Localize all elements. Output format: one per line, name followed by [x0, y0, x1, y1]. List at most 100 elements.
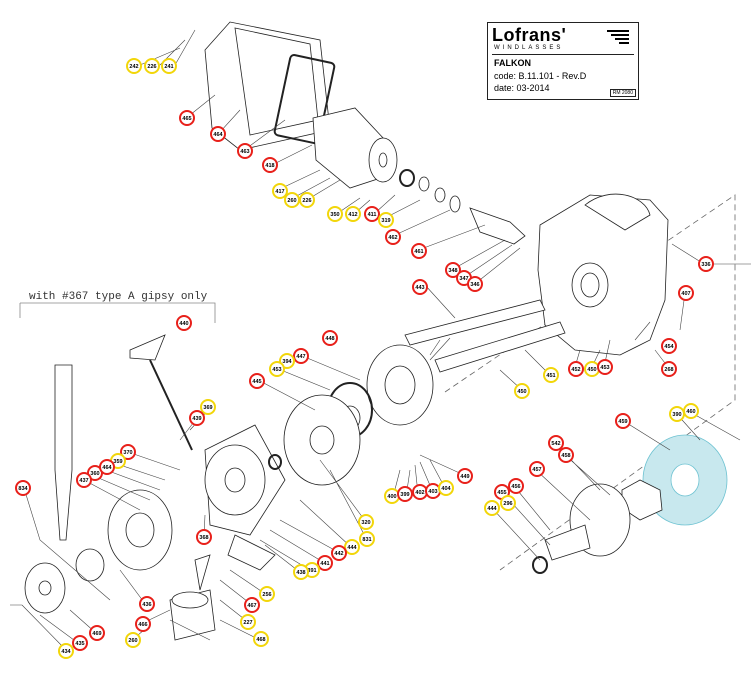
callout-circle	[568, 361, 584, 377]
cone-436	[75, 548, 105, 582]
callout-434: 434	[58, 643, 74, 659]
callout-831: 831	[359, 531, 375, 547]
motor-shaft-end	[378, 152, 388, 168]
chain-stripper-442	[227, 534, 276, 571]
callout-circle	[244, 597, 260, 613]
callout-260: 260	[125, 632, 141, 648]
callout-467: 467	[244, 597, 260, 613]
callout-label: 402	[415, 490, 424, 496]
housing-bore	[571, 262, 609, 308]
callout-label: 403	[428, 489, 437, 495]
callout-label: 418	[265, 163, 274, 169]
callout-label: 454	[664, 344, 674, 350]
callout-350: 350	[327, 206, 343, 222]
callout-circle	[139, 596, 155, 612]
callout-418: 418	[262, 157, 278, 173]
callout-453: 453	[269, 361, 285, 377]
callout-circle	[125, 632, 141, 648]
gipsy-note: with #367 type A gipsy only	[29, 291, 208, 303]
callout-450: 450	[514, 383, 530, 399]
callout-369: 369	[200, 399, 216, 415]
callout-407: 407	[678, 285, 694, 301]
callout-241: 241	[161, 58, 177, 74]
callout-label: 444	[487, 506, 497, 512]
callout-label: 831	[362, 537, 371, 543]
callout-label: 436	[142, 602, 151, 608]
callout-label: 450	[587, 367, 596, 373]
callout-464: 464	[99, 459, 115, 475]
callout-circle	[529, 461, 545, 477]
callout-circle	[359, 531, 375, 547]
callout-label: 435	[75, 641, 84, 647]
callout-469: 469	[89, 625, 105, 641]
callout-label: 394	[282, 359, 292, 365]
callout-circle	[179, 110, 195, 126]
callout-circle	[508, 478, 524, 494]
callout-circle	[176, 315, 192, 331]
callout-circle	[293, 564, 309, 580]
main-shaft-450	[434, 321, 566, 373]
callout-label: 452	[571, 367, 580, 373]
callout-label: 226	[302, 198, 311, 204]
callout-label: 407	[681, 291, 690, 297]
clutch-rod	[149, 359, 193, 451]
callout-circle	[76, 472, 92, 488]
handwheel-435	[24, 562, 66, 614]
callout-circle	[484, 500, 500, 516]
callout-463: 463	[237, 143, 253, 159]
callout-label: 440	[179, 321, 188, 327]
callout-label: 369	[203, 405, 212, 411]
callout-403: 403	[425, 483, 441, 499]
callout-circle	[445, 262, 461, 278]
callout-label: 450	[517, 389, 526, 395]
callout-439: 439	[189, 410, 205, 426]
worm-shaft-461	[469, 207, 526, 245]
motor-flange	[368, 137, 398, 183]
flange-plate-449	[283, 394, 361, 486]
callout-417: 417	[272, 183, 288, 199]
callout-449: 449	[457, 468, 473, 484]
callout-label: 412	[348, 212, 357, 218]
callout-466: 466	[135, 616, 151, 632]
callout-468: 468	[253, 631, 269, 647]
date-text: date: 03-2014	[494, 83, 550, 93]
callout-label: 443	[415, 285, 424, 291]
callout-circle	[500, 495, 516, 511]
callout-circle	[126, 58, 142, 74]
callout-label: 448	[325, 336, 334, 342]
callout-458: 458	[558, 447, 574, 463]
callout-label: 350	[330, 212, 339, 218]
callout-label: 468	[256, 637, 265, 643]
callout-circle	[327, 206, 343, 222]
callout-circle	[683, 403, 699, 419]
callout-label: 242	[129, 64, 138, 70]
callout-label: 417	[275, 189, 284, 195]
callout-442: 442	[331, 545, 347, 561]
callout-453: 453	[597, 359, 613, 375]
callout-440: 440	[176, 315, 192, 331]
callout-label: 451	[546, 373, 555, 379]
callout-circle	[457, 468, 473, 484]
gipsy-hub	[125, 512, 155, 548]
callout-label: 268	[664, 367, 673, 373]
callout-label: 467	[247, 603, 256, 609]
callout-443: 443	[412, 279, 428, 295]
callout-label: 399	[400, 492, 409, 498]
callout-436: 436	[139, 596, 155, 612]
main-gear-hub	[384, 365, 416, 405]
cover-gasket	[273, 54, 336, 145]
drum-face	[204, 444, 266, 516]
callout-circle	[331, 545, 347, 561]
callout-label: 442	[334, 551, 343, 557]
callout-circle	[299, 192, 315, 208]
washer-319	[434, 187, 446, 203]
callout-circle	[397, 486, 413, 502]
housing-top-lobe	[584, 193, 651, 231]
callout-437: 437	[76, 472, 92, 488]
callout-label: 458	[561, 453, 570, 459]
callout-label: 400	[387, 494, 396, 500]
callout-label: 469	[92, 631, 101, 637]
callout-circle	[259, 586, 275, 602]
ref-number: RM 2080	[609, 89, 636, 97]
callout-268: 268	[661, 361, 677, 377]
